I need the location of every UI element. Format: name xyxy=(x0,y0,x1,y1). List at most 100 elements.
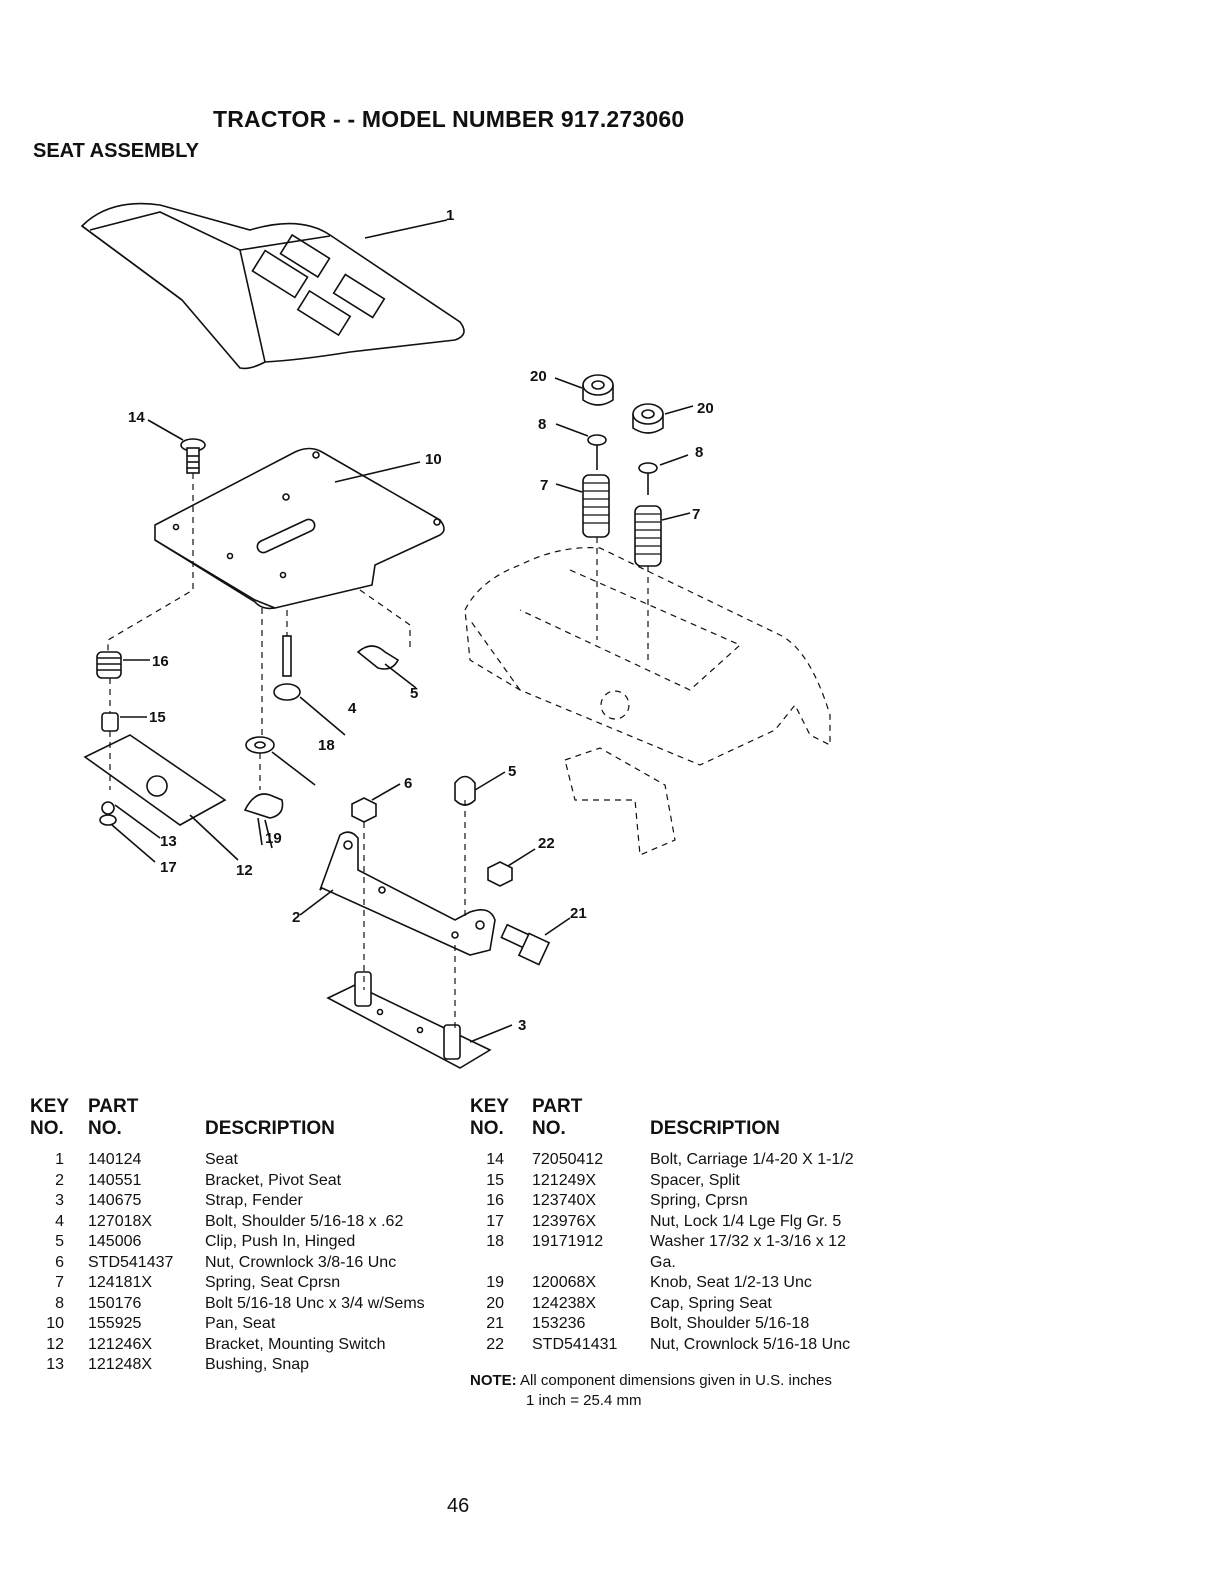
callout-5: 5 xyxy=(508,763,516,780)
seat-part xyxy=(80,202,465,370)
callout-6: 6 xyxy=(404,775,412,792)
callout-20: 20 xyxy=(530,368,547,385)
part-description: Bolt, Shoulder 5/16-18 xyxy=(650,1315,810,1332)
table-header: KEY NO. PART NO. DESCRIPTION xyxy=(470,1096,890,1142)
part-description: Bracket, Pivot Seat xyxy=(205,1171,342,1189)
table-row: 18 19171912 Washer 17/32 x 1-3/16 x 12 Ga. xyxy=(470,1232,890,1273)
part-description: Bolt, Shoulder 5/16-18 x .62 xyxy=(205,1212,404,1230)
part-description: Washer 17/32 x 1-3/16 x 12 Ga. xyxy=(650,1233,846,1271)
key-header-line2: NO. xyxy=(470,1118,504,1139)
table-row: 2 140551 Bracket, Pivot Seat xyxy=(30,1171,450,1192)
callout-4: 4 xyxy=(348,700,357,717)
part-description: Bolt, Carriage 1/4-20 X 1-1/2 xyxy=(650,1151,854,1168)
key-number: 4 xyxy=(55,1212,64,1230)
section-title: SEAT ASSEMBLY xyxy=(33,140,199,162)
table-row: 10 155925 Pan, Seat xyxy=(30,1314,450,1335)
seat-pan-part xyxy=(154,447,445,610)
part-number: 155925 xyxy=(88,1315,142,1332)
table-row: 22 STD541431 Nut, Crownlock 5/16-18 Unc xyxy=(470,1335,890,1356)
callout-10: 10 xyxy=(425,451,442,468)
page-number: 46 xyxy=(447,1495,470,1517)
table-row: 17 123976X Nut, Lock 1/4 Lge Flg Gr. 5 xyxy=(470,1212,890,1233)
part-description: Knob, Seat 1/2-13 Unc xyxy=(650,1274,812,1291)
callout-7: 7 xyxy=(540,477,548,494)
part-number: 145006 xyxy=(88,1233,142,1250)
part-number: 124238X xyxy=(532,1294,597,1312)
key-number: 21 xyxy=(486,1315,504,1332)
key-number: 8 xyxy=(55,1294,64,1312)
center-hardware xyxy=(243,635,301,846)
table-row: 3 140675 Strap, Fender xyxy=(30,1191,450,1212)
key-number: 17 xyxy=(486,1212,504,1230)
callout-8: 8 xyxy=(538,416,546,433)
key-number: 2 xyxy=(55,1171,64,1189)
part-number: 19171912 xyxy=(532,1233,604,1250)
part-number: 124181X xyxy=(88,1274,153,1291)
part-description: Nut, Crownlock 3/8-16 Unc xyxy=(205,1253,397,1271)
page-title: TRACTOR - - MODEL NUMBER 917.273060 xyxy=(213,106,685,132)
part-description: Strap, Fender xyxy=(205,1192,303,1209)
part-description: Clip, Push In, Hinged xyxy=(205,1233,356,1250)
table-row: 21 153236 Bolt, Shoulder 5/16-18 xyxy=(470,1314,890,1335)
table-row: 14 72050412 Bolt, Carriage 1/4-20 X 1-1/2 xyxy=(470,1150,890,1171)
part-header-line1: PART xyxy=(88,1096,139,1117)
callout-21: 21 xyxy=(570,905,587,922)
key-number: 12 xyxy=(46,1335,64,1353)
part-number: 72050412 xyxy=(532,1151,604,1168)
key-number: 22 xyxy=(486,1335,504,1353)
key-number: 16 xyxy=(486,1192,504,1209)
key-header-line2: NO. xyxy=(30,1118,64,1139)
fender-strap-part xyxy=(326,971,492,1069)
part-number: 123976X xyxy=(532,1212,597,1230)
key-number: 10 xyxy=(46,1315,64,1332)
part-description: Nut, Lock 1/4 Lge Flg Gr. 5 xyxy=(650,1212,842,1230)
callout-2: 2 xyxy=(292,909,300,926)
part-description: Spacer, Split xyxy=(650,1171,740,1189)
key-number: 3 xyxy=(55,1192,64,1209)
dimensions-note: NOTE: All component dimensions given in … xyxy=(470,1371,832,1411)
callout-15: 15 xyxy=(149,709,166,726)
part-header-line2: NO. xyxy=(88,1118,122,1139)
part-description: Nut, Crownlock 5/16-18 Unc xyxy=(650,1335,851,1353)
callout-14: 14 xyxy=(128,409,145,426)
part-description: Pan, Seat xyxy=(205,1315,276,1332)
part-number: 153236 xyxy=(532,1315,586,1332)
note-text: All component dimensions given in U.S. i… xyxy=(520,1372,832,1389)
key-header-line1: KEY xyxy=(30,1096,70,1117)
seat-springs-group xyxy=(582,374,664,567)
part-number: 140675 xyxy=(88,1192,142,1209)
key-number: 7 xyxy=(55,1274,64,1291)
description-header: DESCRIPTION xyxy=(205,1118,335,1139)
key-number: 14 xyxy=(486,1151,504,1168)
key-number: 15 xyxy=(486,1171,504,1189)
key-header-line1: KEY xyxy=(470,1096,510,1117)
part-number: 121248X xyxy=(88,1356,153,1373)
callout-16: 16 xyxy=(152,653,169,670)
part-number: STD541437 xyxy=(88,1253,174,1271)
part-number: 140551 xyxy=(88,1171,142,1189)
part-description: Bracket, Mounting Switch xyxy=(205,1335,386,1353)
callout-7: 7 xyxy=(692,506,700,523)
part-number: 150176 xyxy=(88,1294,142,1312)
callout-8: 8 xyxy=(695,444,703,461)
callout-1: 1 xyxy=(446,207,454,224)
note-label: NOTE: xyxy=(470,1372,517,1389)
part-description: Seat xyxy=(205,1151,238,1168)
part-number: STD541431 xyxy=(532,1335,618,1353)
key-number: 6 xyxy=(55,1253,64,1271)
key-number: 19 xyxy=(486,1274,504,1291)
callout-12: 12 xyxy=(236,862,253,879)
callout-17: 17 xyxy=(160,859,177,876)
part-header-line2: NO. xyxy=(532,1118,566,1139)
description-header: DESCRIPTION xyxy=(650,1118,780,1139)
key-number: 18 xyxy=(486,1233,504,1250)
part-description: Spring, Cprsn xyxy=(650,1192,748,1209)
